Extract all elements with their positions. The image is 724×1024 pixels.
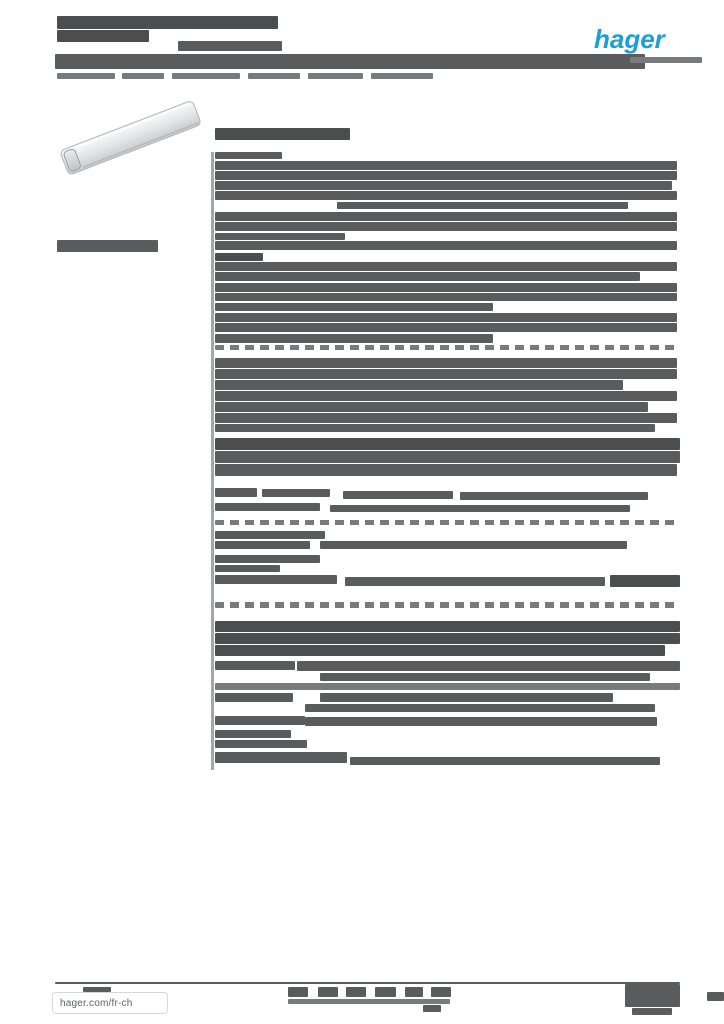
- content-rule: [211, 152, 214, 770]
- spec-line: [215, 241, 677, 250]
- spec-line: [215, 222, 677, 231]
- spec-line: [215, 181, 672, 190]
- spec-label: [215, 575, 337, 584]
- spec-label: [215, 740, 307, 748]
- spec-block: [215, 464, 677, 476]
- spec-line: [215, 293, 677, 301]
- spec-label: [262, 489, 330, 497]
- spec-line: [215, 303, 493, 311]
- spec-line: [215, 283, 677, 292]
- section-title: [215, 128, 350, 140]
- spec-value: [343, 491, 453, 499]
- product-image: [60, 101, 201, 175]
- spec-line: [215, 380, 623, 390]
- spec-line: [215, 334, 493, 343]
- header-meta: [371, 73, 433, 79]
- cert-caption: [288, 999, 450, 1004]
- cert-icon: [288, 987, 308, 997]
- cert-icon: [375, 987, 396, 997]
- footer-logo-block: [625, 984, 680, 1007]
- page-edge-mark: [707, 992, 724, 1001]
- cert-icon: [346, 987, 366, 997]
- footer-divider: [55, 982, 680, 984]
- spec-value-right: [610, 575, 680, 587]
- spec-line: [215, 358, 677, 368]
- spec-label: [215, 488, 257, 497]
- spec-label: [215, 661, 295, 670]
- spec-line: [215, 313, 677, 322]
- spec-line: [215, 391, 677, 401]
- spec-line: [215, 683, 680, 690]
- spec-line: [215, 272, 640, 281]
- subtitle: [178, 41, 282, 51]
- side-label: [57, 240, 158, 252]
- title-line-1: [57, 16, 278, 29]
- spec-label: [215, 253, 263, 261]
- spec-block: [215, 645, 665, 656]
- spec-value: [320, 541, 627, 549]
- spec-label: [215, 565, 280, 572]
- spec-line: [215, 191, 677, 200]
- dotted-row: [215, 602, 680, 608]
- spec-line: [215, 161, 677, 170]
- spec-value: [350, 757, 660, 765]
- trunking-end-cap: [63, 148, 81, 172]
- spec-label: [215, 716, 305, 725]
- spec-block: [215, 438, 680, 450]
- spec-value: [305, 704, 655, 712]
- spec-label: [215, 233, 345, 240]
- header-band: [55, 54, 645, 69]
- spec-label: [215, 541, 310, 549]
- spec-label: [215, 531, 325, 539]
- spec-value: [345, 577, 605, 586]
- spec-label: [215, 503, 320, 511]
- spec-block: [215, 633, 680, 644]
- header-meta: [248, 73, 300, 79]
- spec-line: [215, 413, 677, 423]
- website-link[interactable]: hager.com/fr-ch: [52, 992, 168, 1014]
- header-meta: [308, 73, 363, 79]
- spec-line: [215, 424, 655, 432]
- title-line-2: [57, 30, 149, 42]
- spec-line: [215, 323, 677, 332]
- header-meta: [57, 73, 115, 79]
- spec-line: [337, 202, 628, 209]
- footer-page-mark: [83, 987, 111, 992]
- spec-label: [215, 730, 291, 738]
- cert-icon: [318, 987, 338, 997]
- logo-caption: [630, 57, 702, 63]
- spec-line: [215, 212, 677, 221]
- cert-caption-sub: [423, 1005, 441, 1012]
- spec-label: [215, 555, 320, 563]
- spec-value: [460, 492, 648, 500]
- spec-block: [215, 621, 680, 632]
- dotted-row: [215, 520, 680, 525]
- dotted-row: [215, 345, 680, 350]
- spec-value: [305, 717, 657, 726]
- spec-line: [215, 402, 648, 412]
- spec-value: [330, 505, 630, 512]
- spec-label: [215, 752, 347, 763]
- footer-logo-caption: [632, 1008, 672, 1015]
- spec-line: [215, 262, 677, 271]
- cert-icon: [431, 987, 451, 997]
- header-meta: [172, 73, 240, 79]
- header-meta: [122, 73, 164, 79]
- spec-value: [320, 693, 613, 702]
- spec-line: [215, 369, 677, 379]
- spec-label: [215, 152, 282, 159]
- spec-value: [297, 661, 680, 671]
- spec-block: [215, 451, 680, 463]
- trunking-body: [60, 101, 201, 175]
- spec-label: [215, 693, 293, 702]
- spec-line: [215, 171, 677, 180]
- cert-icon: [405, 987, 423, 997]
- spec-value: [320, 673, 650, 681]
- hager-logo: hager: [594, 24, 665, 54]
